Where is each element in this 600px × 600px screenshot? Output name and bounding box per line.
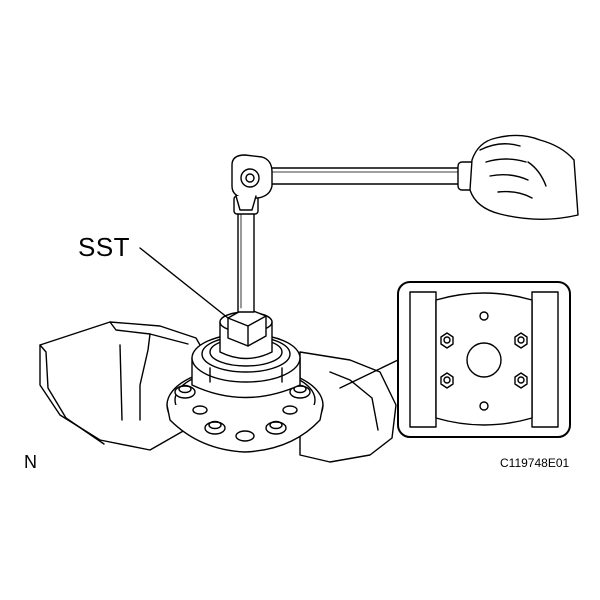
inset-bolt-tr xyxy=(514,332,528,349)
inset-bolt-tl xyxy=(440,332,454,349)
figure-code-label: C119748E01 xyxy=(500,456,570,470)
callout-pointer xyxy=(339,359,399,389)
inset-detail xyxy=(397,281,571,438)
extension-bar xyxy=(233,195,259,313)
sst-leader-line xyxy=(139,247,229,319)
breaker-bar xyxy=(231,154,481,211)
inset-bolt-br xyxy=(514,372,528,389)
sst-label: SST xyxy=(78,232,131,262)
sst-socket xyxy=(219,307,273,360)
inset-bolt-bl xyxy=(440,372,454,389)
marker-n-label: N xyxy=(24,452,37,472)
hand xyxy=(469,134,579,220)
